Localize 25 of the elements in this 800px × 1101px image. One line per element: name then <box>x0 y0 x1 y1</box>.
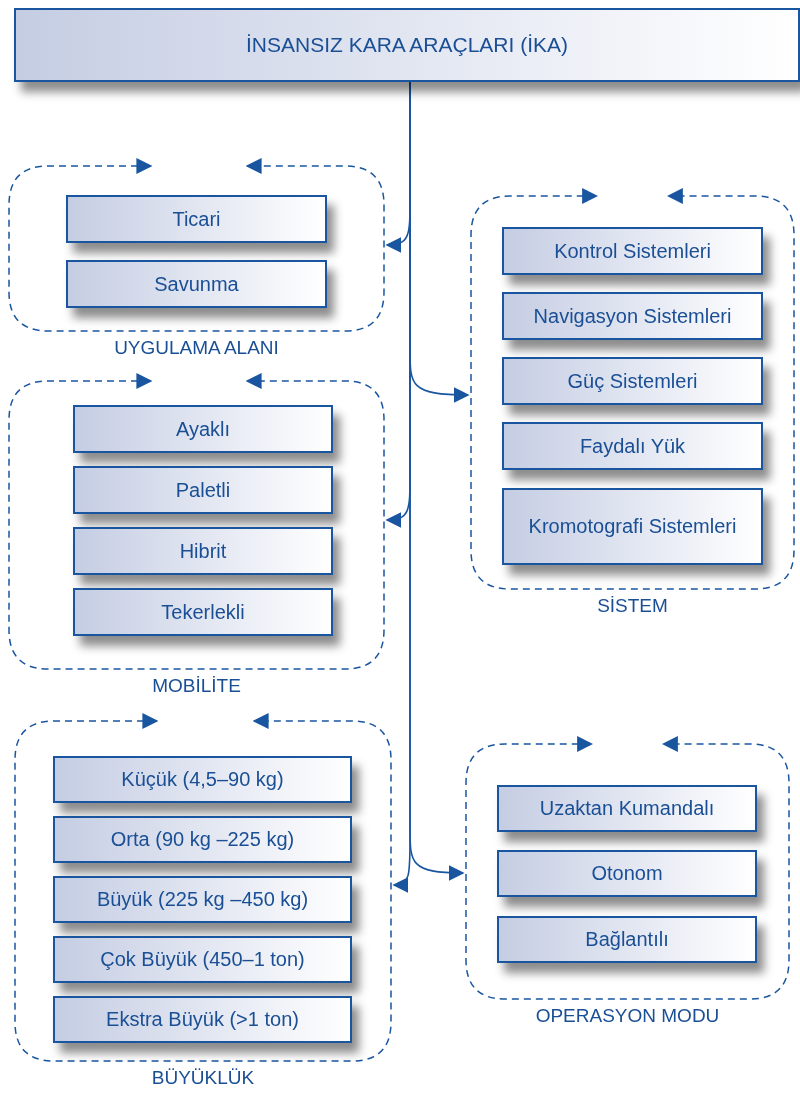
category-box: Ayaklı <box>73 405 333 453</box>
title-box: İNSANSIZ KARA ARAÇLARI (İKA) <box>14 8 800 82</box>
category-box: Tekerlekli <box>73 588 333 636</box>
category-box: Uzaktan Kumandalı <box>497 785 757 832</box>
category-box: Bağlantılı <box>497 916 757 963</box>
category-box: Kromotografi Sistemleri <box>502 488 763 565</box>
group-label: OPERASYON MODU <box>534 1006 721 1025</box>
category-box: Kontrol Sistemleri <box>502 227 763 275</box>
group-label: MOBİLİTE <box>151 676 242 695</box>
category-box: Ticari <box>66 195 327 243</box>
category-box: Otonom <box>497 850 757 897</box>
category-box: Orta (90 kg –225 kg) <box>53 816 352 863</box>
group-label: BÜYÜKLÜK <box>150 1068 256 1087</box>
category-box: Faydalı Yük <box>502 422 763 470</box>
group-label: SİSTEM <box>596 596 669 615</box>
category-box: Büyük (225 kg –450 kg) <box>53 876 352 923</box>
category-box: Navigasyon Sistemleri <box>502 292 763 340</box>
category-box: Paletli <box>73 466 333 514</box>
category-box: Çok Büyük (450–1 ton) <box>53 936 352 983</box>
category-box: Küçük (4,5–90 kg) <box>53 756 352 803</box>
group-label: UYGULAMA ALANI <box>113 338 280 357</box>
category-box: Güç Sistemleri <box>502 357 763 405</box>
category-box: Savunma <box>66 260 327 308</box>
category-box: Hibrit <box>73 527 333 575</box>
category-box: Ekstra Büyük (>1 ton) <box>53 996 352 1043</box>
